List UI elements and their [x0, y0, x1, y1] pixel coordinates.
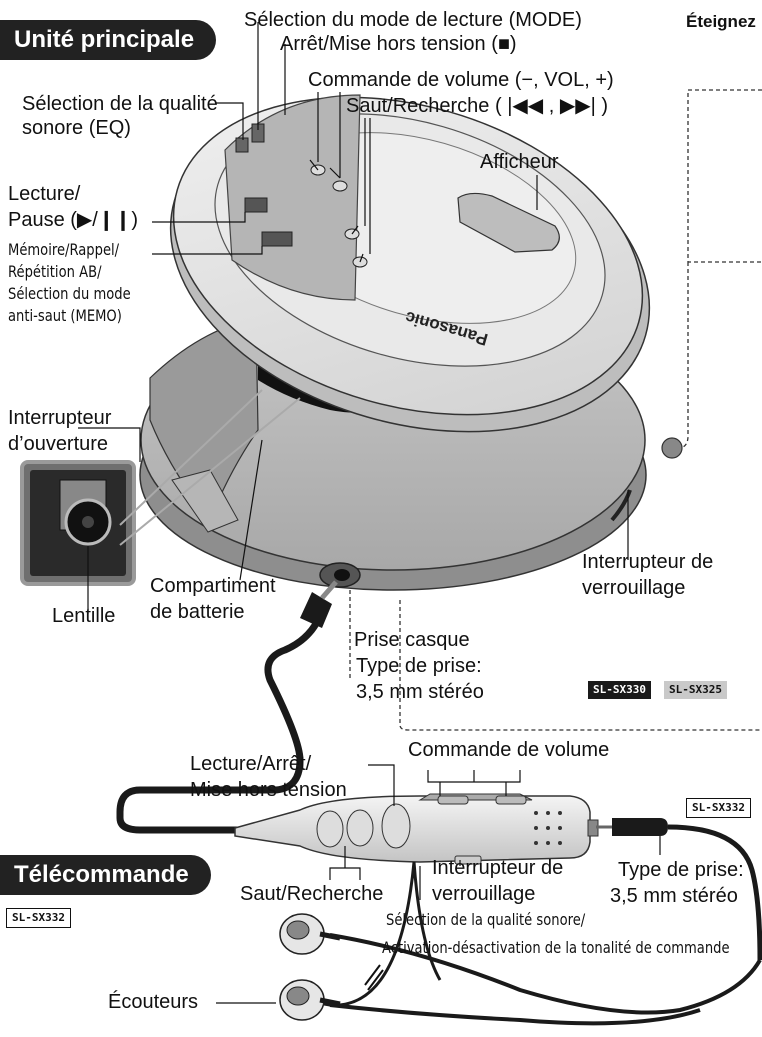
model-tag-sx332-section: SL-SX332 [6, 908, 71, 928]
button-play [244, 197, 268, 213]
label-play-line2: Pause (▶/❙❙) [8, 209, 139, 231]
section-main-unit: Unité principale [0, 20, 217, 60]
remote-label-hold-line2: verrouillage [432, 883, 536, 905]
remote-button-next [346, 809, 374, 847]
label-mode: Sélection du mode de lecture (MODE) [244, 9, 582, 31]
label-stop: Arrêt/Mise hors tension (■) [280, 33, 517, 55]
label-jack-line2: Type de prise: [356, 655, 482, 677]
player-cord [116, 618, 322, 834]
earphone-top [279, 913, 341, 955]
button-eq [235, 137, 249, 153]
label-memo-line3: Sélection du mode [8, 284, 131, 303]
dashed-frame [399, 600, 762, 731]
remote-plug [612, 818, 668, 836]
remote-label-skip: Saut/Recherche [240, 883, 384, 905]
label-hold-line1: Interrupteur de [582, 551, 714, 573]
label-eq-line1: Sélection de la qualité [22, 93, 218, 115]
remote-hold-switch [454, 855, 482, 865]
remote-label-hold-line1: Interrupteur de [432, 857, 564, 879]
remote-label-plug-line2: 3,5 mm stéréo [610, 885, 738, 907]
dashed-bracket-dot [661, 437, 683, 459]
model-tag-sx325: SL-SX325 [664, 681, 727, 699]
button-vol-plus [332, 180, 348, 192]
label-play-line1: Lecture/ [8, 183, 81, 205]
control-strip [224, 94, 361, 301]
leader-lines [78, 22, 661, 1004]
cord-to-earphones [329, 933, 762, 1015]
section-remote: Télécommande [0, 855, 211, 895]
remote-label-eq-line1: Sélection de la qualité sonore/ [386, 910, 586, 929]
label-open-line1: Interrupteur [8, 407, 112, 429]
label-lens: Lentille [52, 605, 116, 627]
remote-label-earphones: Écouteurs [108, 991, 199, 1013]
label-open-line2: d’ouverture [8, 433, 109, 455]
label-memo-line2: Répétition AB/ [8, 262, 102, 281]
remote-label-play-line1: Lecture/Arrêt/ [190, 753, 312, 775]
model-tag-sx330: SL-SX330 [588, 681, 651, 699]
label-jack-line3: 3,5 mm stéréo [356, 681, 484, 703]
label-display: Afficheur [480, 151, 559, 173]
label-battery-line2: de batterie [150, 601, 245, 623]
label-skip: Saut/Recherche ( |◀◀ , ▶▶| ) [346, 95, 608, 117]
label-hold-line2: verrouillage [582, 577, 686, 599]
label-eq-line2: sonore (EQ) [22, 117, 131, 139]
player-plug [300, 592, 332, 628]
player-hold-switch [610, 489, 632, 522]
remote-label-play-line2: Mise hors tension [190, 779, 347, 801]
remote-label-plug-line1: Type de prise: [618, 859, 744, 881]
label-battery-line1: Compartiment [150, 575, 276, 597]
header-cut-text: Éteignez [686, 12, 756, 31]
button-memo [261, 231, 293, 247]
remote-speaker-dots [534, 811, 562, 845]
display-window [457, 192, 560, 253]
battery-flap [171, 469, 239, 533]
label-jack-line1: Prise casque [354, 629, 470, 651]
dashed-bracket [672, 89, 762, 449]
label-memo-line1: Mémoire/Rappel/ [8, 240, 120, 259]
model-tag-sx332-remote: SL-SX332 [686, 798, 751, 818]
remote-label-eq-line2: Activation-désactivation de la tonalité … [382, 938, 730, 957]
label-memo-line4: anti-saut (MEMO) [8, 306, 122, 325]
remote-button-play [381, 803, 411, 849]
remote-label-volume: Commande de volume [408, 739, 610, 761]
label-volume: Commande de volume (−, VOL, +) [308, 69, 614, 91]
remote-button-prev [316, 810, 344, 848]
earphone-bottom [279, 979, 341, 1021]
player-jack-hole [334, 569, 350, 581]
